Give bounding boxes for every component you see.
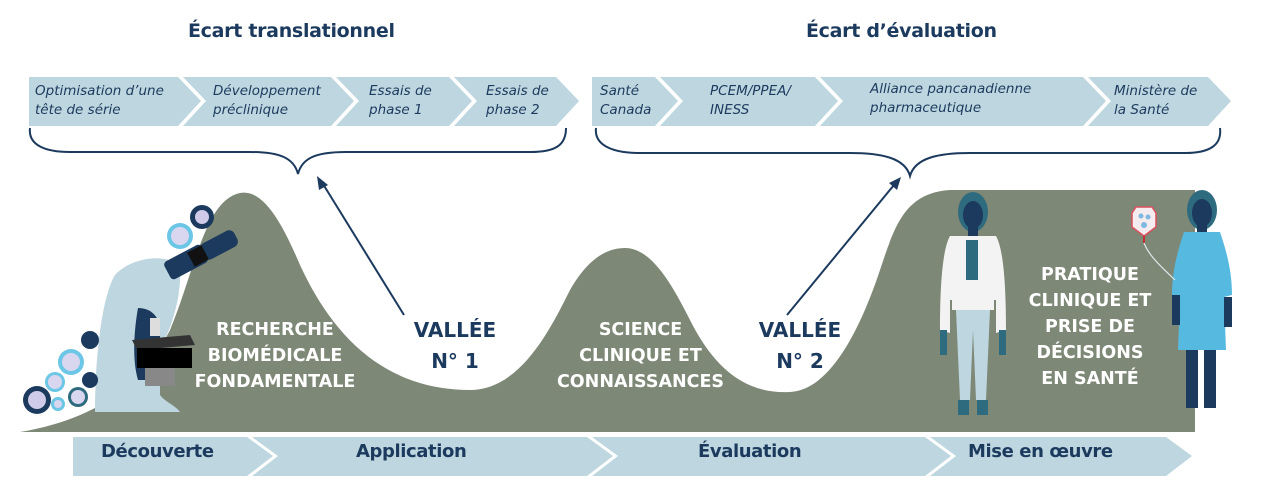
evaluation-brace	[594, 127, 1222, 180]
cell-icon	[23, 205, 214, 414]
phase-chevron-implementation	[930, 437, 1192, 476]
step-preclinical: Développement préclinique	[213, 83, 321, 118]
phase-evaluation: Évaluation	[698, 441, 802, 462]
patient-figure-icon	[1172, 190, 1232, 408]
chevron-step-phase1	[336, 77, 472, 126]
phase-application: Application	[356, 441, 467, 462]
step-lead-optimization: Optimisation d’une tête de série	[35, 83, 164, 118]
valley2-arrow	[786, 177, 901, 316]
evaluation-chevrons	[592, 77, 1231, 126]
valley2-label: VALLÉE N° 2	[758, 318, 842, 373]
chevron-step-preclinical	[183, 77, 354, 126]
phase-discovery: Découverte	[101, 441, 214, 462]
chevron-step-alliance	[820, 77, 1106, 126]
valley1-label: VALLÉE N° 1	[413, 318, 497, 373]
step-phase2: Essais de phase 2	[486, 83, 549, 118]
translational-gap-title: Écart translationnel	[188, 20, 395, 42]
step-phase1: Essais de phase 1	[369, 83, 432, 118]
microscope-icon	[95, 230, 238, 412]
phase-chevron-evaluation	[592, 437, 951, 476]
clinical-practice-label: PRATIQUE CLINIQUE ET PRISE DE DÉCISIONS …	[1028, 265, 1152, 389]
phase-chevron-application	[252, 437, 613, 476]
doctor-figure-icon	[940, 192, 1006, 415]
valley1-arrow	[317, 176, 405, 316]
translational-brace	[28, 127, 567, 175]
phase-chevron-discovery	[73, 437, 273, 476]
evaluation-gap-title: Écart d’évaluation	[806, 20, 997, 42]
step-pcem-ppea-iness: PCEM/PPEA/ INESS	[710, 83, 791, 118]
phase-implementation: Mise en œuvre	[968, 441, 1113, 462]
step-health-canada: Santé Canada	[600, 83, 652, 118]
basic-research-label: RECHERCHE BIOMÉDICALE FONDAMENTALE	[194, 320, 356, 392]
clinical-science-label: SCIENCE CLINIQUE ET CONNAISSANCES	[556, 320, 725, 392]
iv-bag-icon	[1131, 206, 1176, 281]
chevron-step-ministry	[1088, 77, 1231, 126]
chevron-step-lead-optimization	[29, 77, 201, 126]
phase-chevrons	[73, 437, 1192, 476]
landscape-hills	[20, 190, 1195, 432]
chevron-step-phase2	[454, 77, 579, 126]
chevron-step-pcem	[660, 77, 838, 126]
step-ministry-of-health: Ministère de la Santé	[1114, 83, 1198, 118]
step-pan-canadian-alliance: Alliance pancanadienne pharmaceutique	[870, 81, 1032, 116]
chevron-step-health-canada	[592, 77, 678, 126]
translational-chevrons	[29, 77, 579, 126]
